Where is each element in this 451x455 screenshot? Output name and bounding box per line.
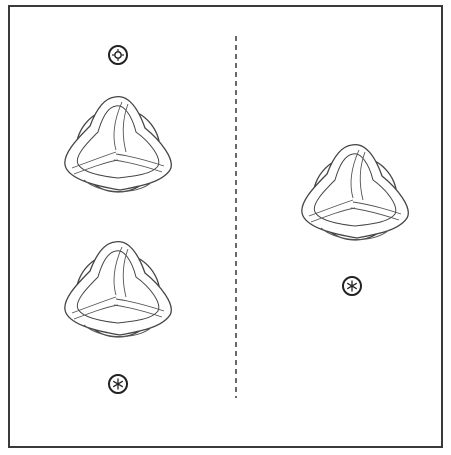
stove-knob-diagram (0, 0, 451, 455)
diagram-canvas (0, 0, 451, 455)
